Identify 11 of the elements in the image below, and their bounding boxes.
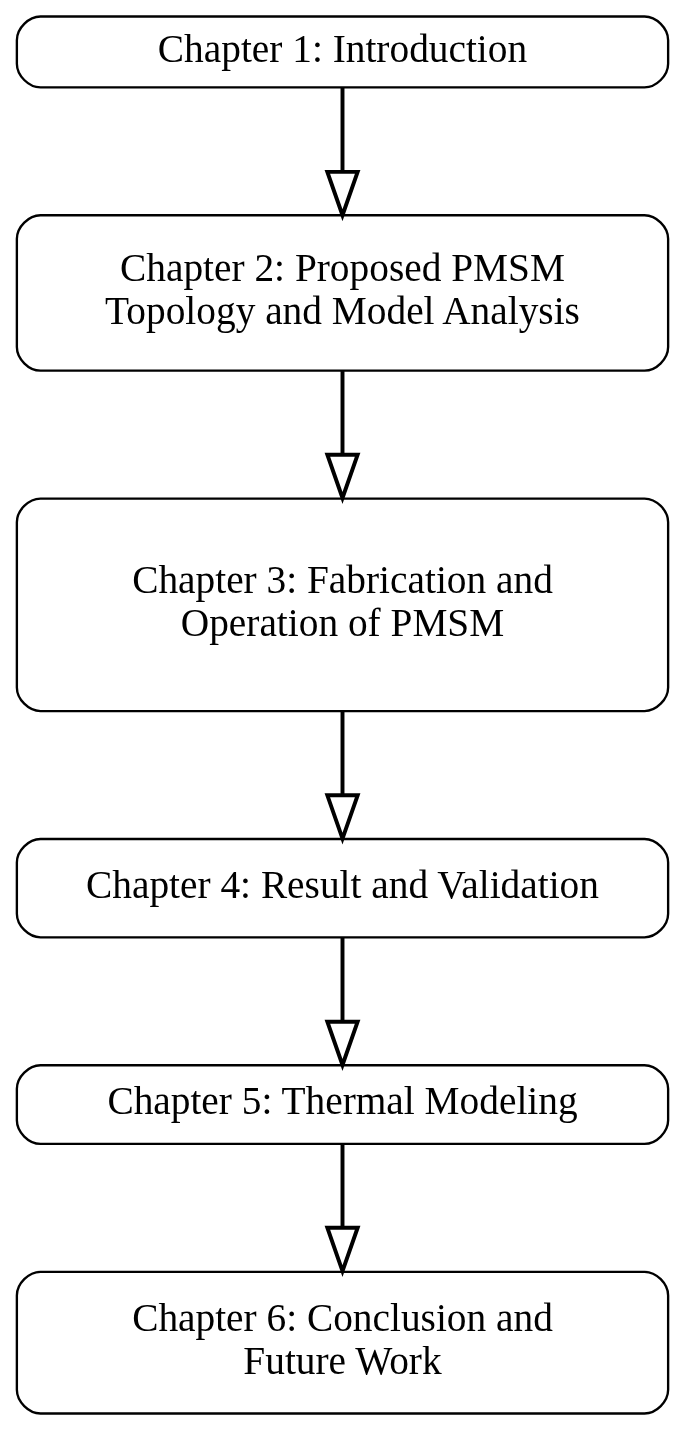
arrow [324, 371, 360, 504]
node-box: Chapter 4: Result and Validation [15, 837, 669, 939]
node-box: Chapter 1: Introduction [15, 15, 669, 89]
node-box: Chapter 2: Proposed PMSM Topology and Model Analysis [15, 214, 669, 372]
arrow [324, 937, 360, 1071]
node-box: Chapter 6: Conclusion and Future Work [15, 1270, 669, 1415]
node-box: Chapter 3: Fabrication and Operation of PMSM [15, 497, 669, 713]
arrow [324, 1144, 360, 1277]
arrow [324, 87, 360, 222]
node-box: Chapter 5: Thermal Modeling [15, 1064, 669, 1146]
arrow [324, 711, 360, 845]
